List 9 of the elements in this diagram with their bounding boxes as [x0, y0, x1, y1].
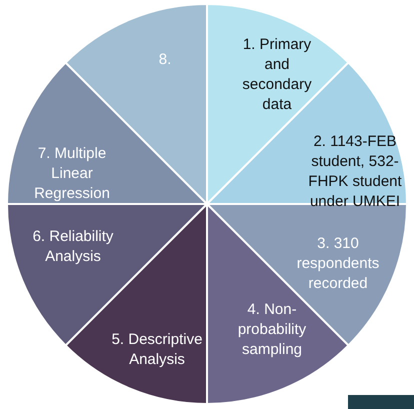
- slice-label: 1. Primary and secondary data: [241, 35, 313, 115]
- slice-label: 6. Reliability Analysis: [32, 227, 114, 267]
- slice-label: 7. Multiple Linear Regression: [33, 144, 111, 204]
- slice-label: 8.: [158, 50, 172, 70]
- pie-slice: [6, 203, 208, 346]
- slice-label: 3. 310 respondents recorded: [296, 234, 380, 294]
- slice-label: 4. Non-probability sampling: [236, 300, 308, 360]
- slice-label: 2. 1143-FEB student, 532-FHPK student under UMKEI: [307, 132, 403, 212]
- slice-label: 5. Descriptive Analysis: [110, 330, 204, 370]
